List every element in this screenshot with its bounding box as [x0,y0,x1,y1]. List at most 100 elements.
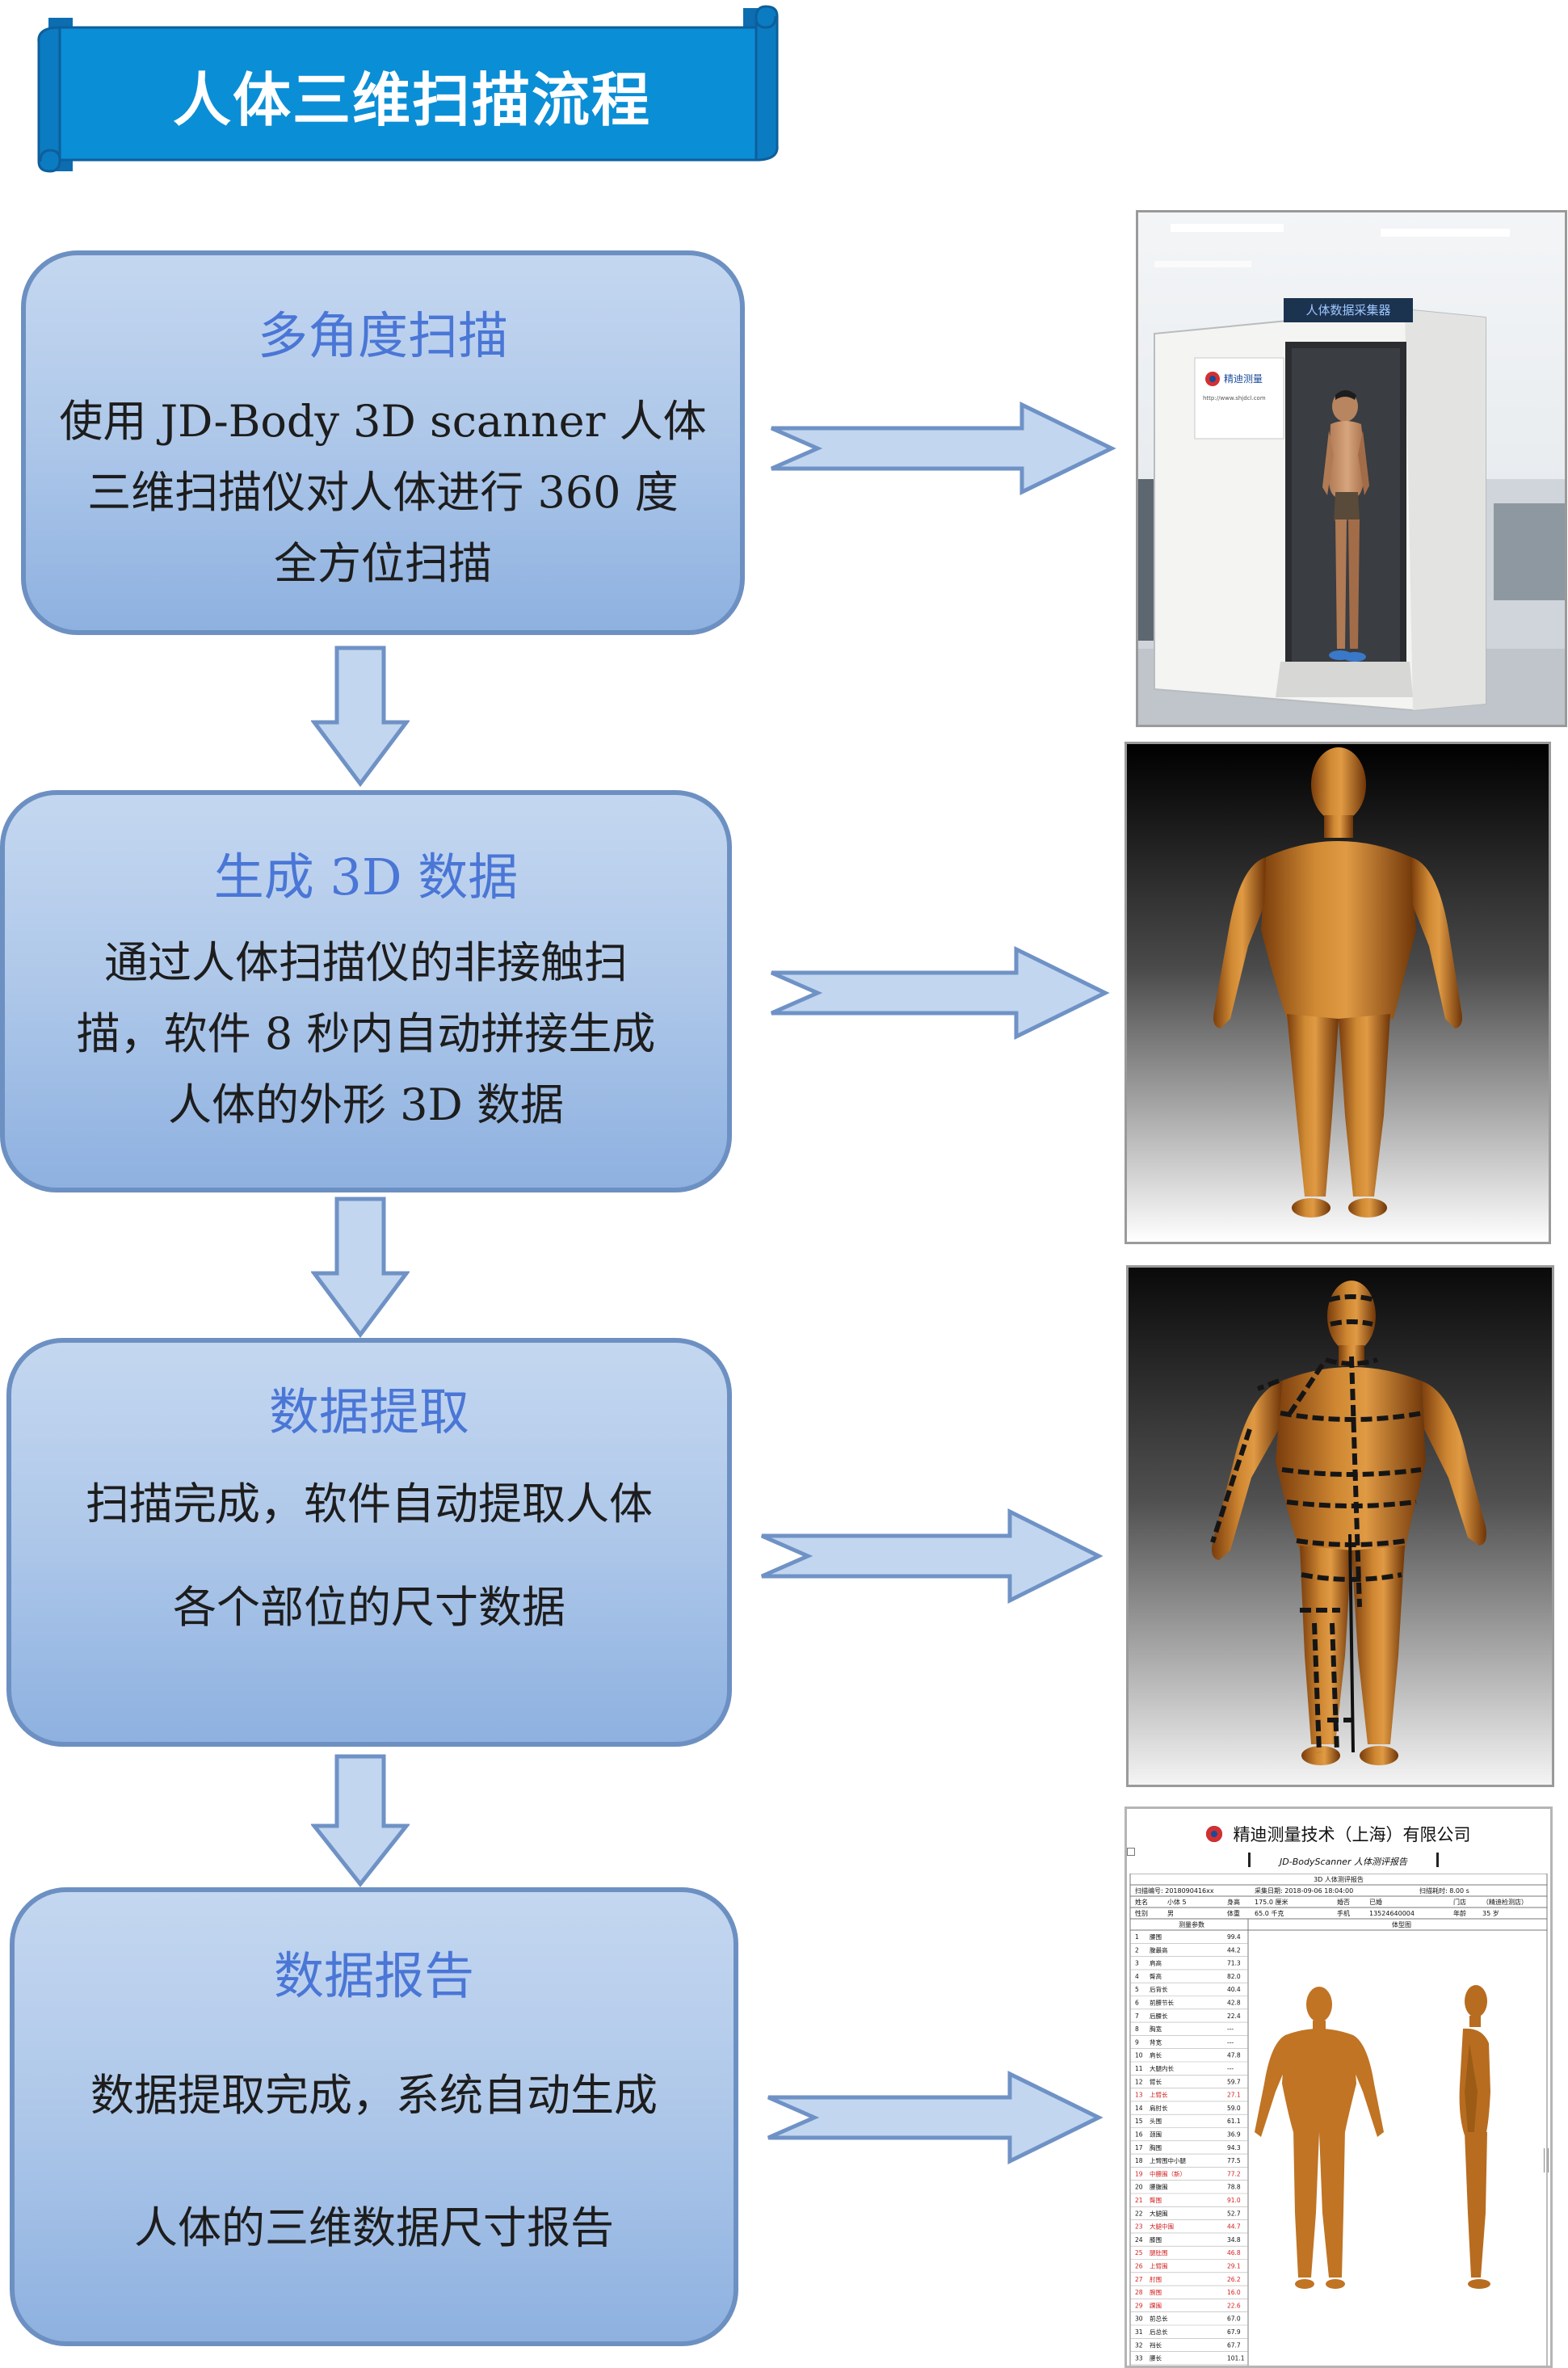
row-number: 5 [1135,1986,1139,1993]
row-measure-name: 腕围 [1150,2288,1162,2296]
report-subtitle: JD-BodyScanner 人体测评报告 [1280,1857,1407,1867]
report-side-figure [1459,1985,1490,2289]
page-edge-marker [1544,2148,1549,2172]
row-measure-name: 大腿中围 [1150,2223,1174,2231]
row-measure-value: 67.9 [1227,2328,1241,2336]
report-table: 3D 人体测评报告 扫描编号: 2018090416xx 采集日期: 2018-… [1129,1874,1548,2366]
report-table-title: 3D 人体测评报告 [1314,1875,1364,1883]
row-number: 22 [1135,2210,1143,2217]
row-measure-name: 肩长 [1150,2051,1162,2059]
row-measure-name: 裆长 [1150,2341,1162,2349]
row-measure-value: 101.1 [1227,2355,1245,2362]
row-number: 29 [1135,2302,1143,2309]
down-arrow-icon [311,1754,410,1888]
row-measure-value: 29.1 [1227,2263,1241,2270]
row-number: 4 [1135,1973,1139,1980]
row-measure-name: 背宽 [1150,2038,1162,2046]
row-measure-name: 大腿围 [1150,2209,1168,2217]
row-measure-name: 腰长 [1150,2354,1162,2362]
scanned-person [1322,390,1369,662]
step-box-data-report: 数据报告 数据提取完成，系统自动生成 人体的三维数据尺寸报告 [10,1887,738,2346]
row-measure-name: 膝围 [1150,2236,1162,2244]
step-description: 扫描完成，软件自动提取人体 各个部位的尺寸数据 [86,1478,653,1633]
report-scan-duration: 扫描耗时: 8.00 s [1419,1886,1469,1895]
body-measurement-image [1126,1265,1554,1787]
row-measure-value: 59.0 [1227,2105,1241,2112]
row-measure-name: 腿肚围 [1150,2249,1168,2257]
booth-sign-text: 人体数据采集器 [1305,303,1390,318]
row-measure-value: 67.7 [1227,2341,1241,2349]
row-measure-value: 77.5 [1227,2157,1241,2164]
meta-value: 已婚 [1369,1898,1382,1906]
row-number: 15 [1135,2118,1143,2125]
row-number: 10 [1135,2052,1143,2059]
bronze-body-model [1213,747,1462,1218]
report-scan-date: 采集日期: 2018-09-06 18:04:00 [1255,1886,1353,1895]
meta-value: （精迪检测店） [1482,1898,1528,1906]
row-measure-name: 臀高 [1150,1972,1162,1980]
col-header-measure: 测量参数 [1179,1920,1204,1928]
row-measure-value: 40.4 [1227,1986,1241,1993]
meta-label: 身高 [1227,1898,1240,1906]
down-arrow-icon [311,1197,410,1339]
meta-label: 婚否 [1337,1898,1350,1906]
row-measure-value: 71.3 [1227,1960,1241,1967]
right-arrow-icon [770,945,1110,1041]
step-description: 使用 JD-Body 3D scanner 人体 三维扫描仪对人体进行 360 … [59,396,707,589]
row-measure-value: 16.0 [1227,2289,1241,2296]
row-measure-value: 61.1 [1227,2118,1241,2125]
booth-logo-text: 精迪测量 [1224,373,1263,385]
row-measure-name: 踝围 [1150,2302,1162,2309]
row-measure-name: 腰围 [1150,1933,1162,1941]
row-number: 7 [1135,2013,1139,2020]
step-title: 数据报告 [273,1946,474,2005]
row-number: 27 [1135,2276,1143,2283]
meta-label: 体重 [1227,1909,1240,1917]
row-measure-value: 47.8 [1227,2052,1241,2059]
row-measure-name: 肩高 [1150,1959,1162,1967]
row-number: 18 [1135,2157,1143,2164]
row-measure-value: 42.8 [1227,2000,1241,2007]
step-description: 数据提取完成，系统自动生成 人体的三维数据尺寸报告 [90,2070,658,2253]
row-measure-name: 后背长 [1150,1985,1168,1993]
row-measure-name: 腰腹围 [1150,2183,1168,2191]
meta-label: 姓名 [1135,1898,1148,1906]
step-title: 生成 3D 数据 [213,848,519,906]
title-banner [37,5,779,173]
row-measure-value: 22.4 [1227,2013,1241,2020]
row-measure-value: --- [1227,2025,1234,2033]
meta-value: 小体 5 [1167,1898,1187,1906]
step-title: 数据提取 [268,1382,469,1441]
row-measure-value: 26.2 [1227,2276,1241,2283]
row-measure-name: 肩肘长 [1150,2104,1168,2112]
row-measure-name: 中腰围（新） [1150,2169,1186,2177]
row-number: 17 [1135,2144,1143,2151]
row-number: 32 [1135,2341,1143,2349]
report-scan-id: 扫描编号: 2018090416xx [1135,1886,1214,1895]
meta-value: 13524640004 [1369,1910,1415,1917]
row-number: 11 [1135,2065,1143,2072]
meta-label: 门店 [1453,1898,1466,1906]
row-number: 30 [1135,2315,1143,2323]
step-box-data-extraction: 数据提取 扫描完成，软件自动提取人体 各个部位的尺寸数据 [6,1338,732,1747]
report-front-figure [1255,1987,1384,2289]
row-measure-name: 上臂长 [1150,2091,1168,2099]
row-number: 33 [1135,2355,1143,2362]
body-3d-model-image [1125,742,1551,1244]
row-number: 26 [1135,2263,1143,2270]
row-measure-name: 后腰长 [1150,2012,1168,2020]
row-measure-name: 前总长 [1150,2315,1168,2323]
row-number: 21 [1135,2197,1143,2204]
scanner-booth-photo: 人体数据采集器 精迪测量 http://www.shjdcl.com [1136,210,1567,727]
row-number: 2 [1135,1946,1139,1954]
row-measure-value: --- [1227,2038,1234,2046]
meta-value: 35 岁 [1482,1909,1499,1917]
step-description: 通过人体扫描仪的非接触扫 描，软件 8 秒内自动拼接生成 人体的外形 3D 数据 [76,937,656,1130]
row-number: 9 [1135,2038,1139,2046]
row-measure-name: 上臂围中小腿 [1150,2156,1186,2164]
row-measure-value: 94.3 [1227,2144,1241,2151]
page-title: 人体三维扫描流程 [172,65,651,134]
report-company-name: 精迪测量技术（上海）有限公司 [1233,1825,1471,1844]
row-number: 12 [1135,2078,1143,2085]
row-measure-value: 34.8 [1227,2236,1241,2244]
